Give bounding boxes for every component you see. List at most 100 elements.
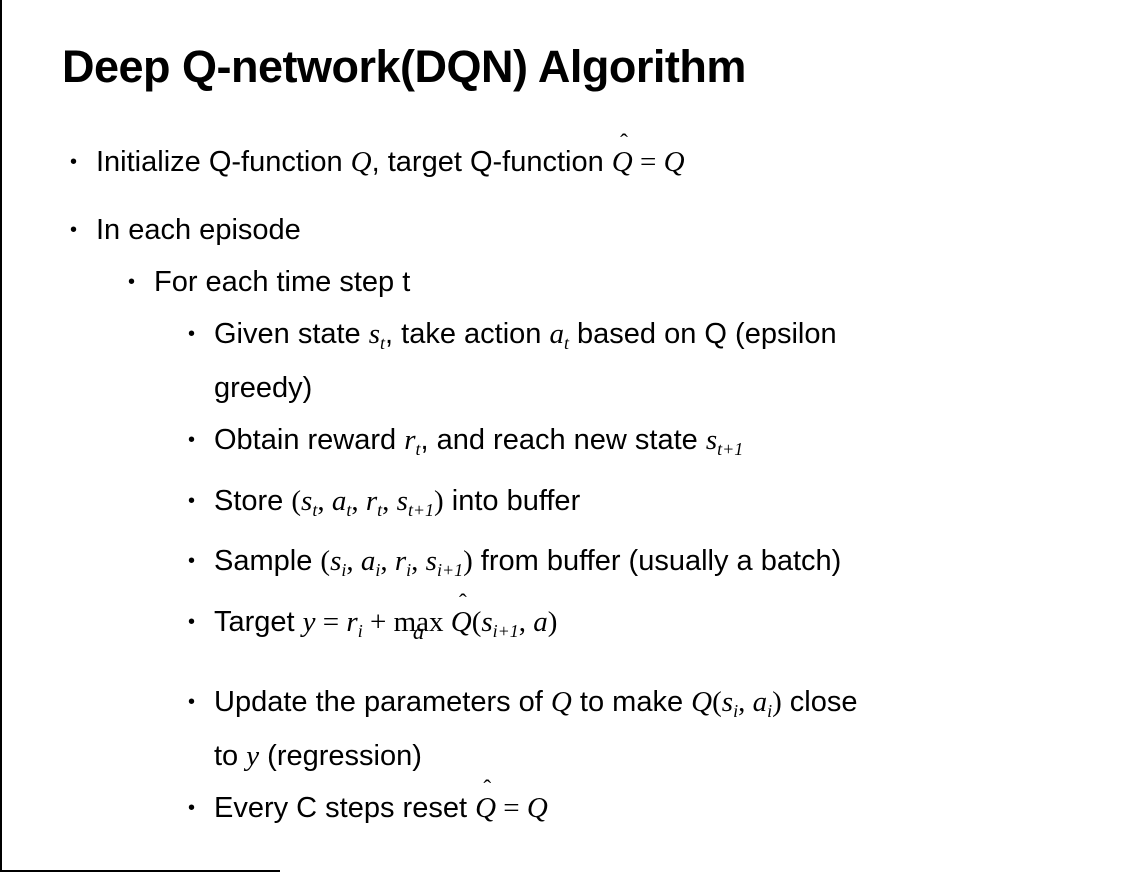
math-var: a	[549, 318, 564, 350]
bullet-item: • For each time step t	[0, 260, 1124, 305]
bullet-item: • Initialize Q-function Q, target Q-funct…	[0, 131, 1124, 185]
bullet-content: Store (st, at, rt, st+1) into buffer	[214, 479, 580, 533]
math-var: a	[331, 484, 347, 517]
text-run: Given state	[214, 318, 369, 350]
math-var: a	[533, 606, 548, 638]
math-subscript: t	[415, 438, 421, 459]
math-var: s	[425, 545, 437, 578]
math-subscript: t+1	[407, 499, 435, 520]
math-var: s	[481, 606, 493, 638]
math-var-subscripted: at	[331, 484, 352, 520]
bullet-marker-icon: •	[188, 323, 196, 345]
math-subscript: i	[375, 560, 381, 580]
bullet-marker-icon: •	[128, 271, 136, 293]
math-symbol: ,	[518, 606, 534, 638]
bullet-item: •Given state st, take action at based on…	[0, 312, 1124, 411]
math-var: Q	[611, 146, 633, 178]
math-var: s	[330, 545, 342, 578]
math-var: a	[752, 685, 768, 718]
math-symbol: +	[362, 606, 394, 638]
math-var-subscripted: ri	[346, 606, 363, 641]
math-var: r	[404, 423, 416, 456]
math-var: Q	[526, 791, 548, 824]
text-run: to make	[571, 685, 692, 718]
math-var-subscripted: ai	[360, 545, 381, 580]
math-symbol: =	[496, 791, 527, 824]
slide-left-border	[0, 0, 2, 872]
math-var-subscripted: st+1	[396, 484, 435, 520]
math-var: s	[396, 484, 408, 517]
text-run: (regression)	[259, 739, 422, 772]
math-var-subscripted: rt	[365, 484, 382, 520]
math-symbol: =	[315, 606, 347, 638]
math-subscript: i+1	[436, 560, 464, 580]
math-symbol: )	[434, 484, 444, 517]
math-symbol: (	[291, 484, 302, 517]
bullet-marker-icon: •	[188, 428, 196, 451]
bullet-content: For each time step t	[154, 260, 410, 305]
math-subscript: t	[346, 499, 352, 520]
text-run: Initialize Q-function	[96, 146, 351, 178]
math-var: r	[365, 484, 378, 517]
math-var: a	[360, 545, 376, 578]
slide-bottom-border	[0, 870, 280, 872]
bullet-marker-icon: •	[188, 611, 196, 633]
bullet-item: •Sample (si, ai, ri, si+1) from buffer (…	[0, 539, 1124, 593]
math-var: Q	[450, 606, 472, 638]
hat-accent-icon: ˆ	[459, 590, 467, 617]
math-var: Q	[350, 146, 372, 178]
math-var: y	[302, 606, 316, 638]
bullet-content: Update the parameters of Q to make Q(si,…	[214, 680, 858, 779]
math-symbol: ,	[317, 484, 332, 517]
bullet-content: In each episode	[96, 208, 301, 253]
math-var-subscripted: si+1	[481, 606, 518, 641]
text-run: into buffer	[443, 484, 581, 517]
math-subscript: t	[312, 499, 318, 520]
math-var: y	[246, 739, 260, 772]
text-run: Every C steps reset	[214, 791, 476, 824]
math-subscript: i	[767, 700, 773, 721]
math-symbol: ,	[380, 545, 395, 578]
bullet-marker-icon: •	[70, 219, 78, 241]
math-subscript: i	[341, 560, 347, 580]
math-symbol: )	[547, 606, 558, 638]
text-run: greedy)	[214, 371, 313, 404]
math-symbol	[444, 606, 451, 638]
text-run: from buffer (usually a batch)	[472, 545, 842, 578]
bullet-marker-icon: •	[70, 151, 78, 173]
math-var-subscripted: st	[301, 484, 318, 520]
bullet-marker-icon: •	[188, 550, 196, 573]
math-var-subscripted: st	[369, 318, 385, 353]
bullet-content: Obtain reward rt, and reach new state st…	[214, 418, 743, 472]
bullet-item: • In each episode	[0, 208, 1124, 253]
math-symbol: ,	[382, 484, 397, 517]
math-symbol: )	[463, 545, 473, 578]
math-subscript: i	[357, 620, 363, 641]
max-operator-underscript: a	[412, 619, 425, 645]
math-var: Q	[550, 685, 572, 718]
text-run: Store	[214, 484, 292, 517]
text-run: , and reach new state	[420, 423, 706, 456]
hat-accent-icon: ˆ	[483, 775, 492, 802]
math-symbol: ,	[351, 484, 366, 517]
bullet-marker-icon: •	[188, 489, 196, 512]
text-run: Obtain reward	[214, 423, 405, 456]
math-var-subscripted: si	[721, 685, 738, 721]
text-run: For each time step t	[154, 266, 411, 298]
bullet-marker-icon: •	[188, 796, 196, 819]
math-var: s	[301, 484, 313, 517]
math-var: s	[721, 685, 734, 718]
math-var: s	[705, 423, 718, 456]
math-var: r	[346, 606, 358, 638]
bullet-content: Initialize Q-function Q, target Q-functi…	[96, 131, 685, 185]
hat-accent-icon: ˆ	[620, 130, 628, 157]
math-symbol: ,	[346, 545, 361, 578]
math-subscript: i	[406, 560, 412, 580]
